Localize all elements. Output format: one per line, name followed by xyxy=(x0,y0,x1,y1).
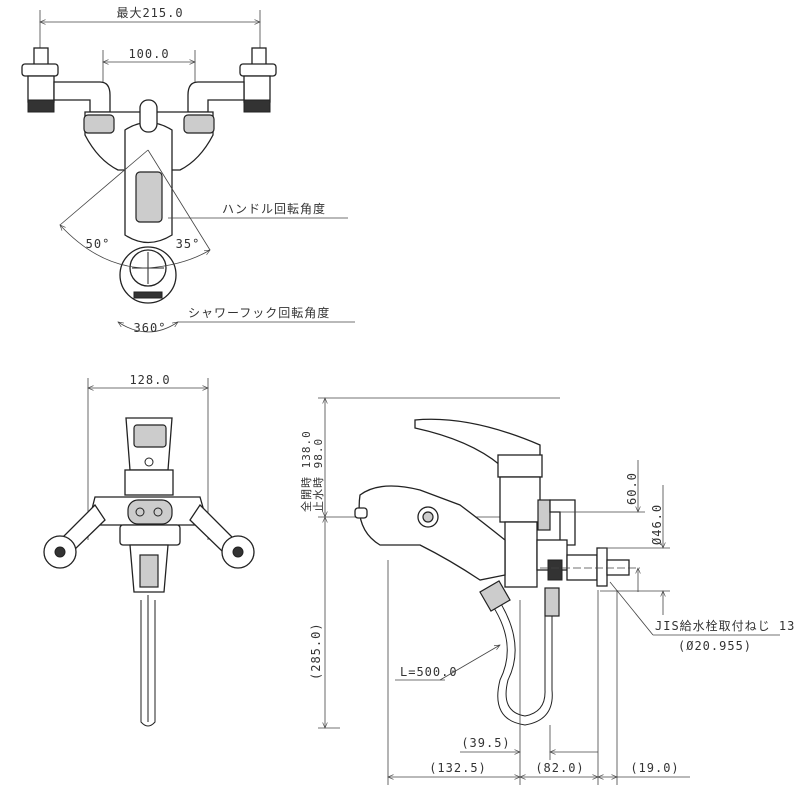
right-inlet xyxy=(187,47,277,113)
dim-132-5-label: (132.5) xyxy=(429,761,487,775)
dim-46-label: Ø46.0 xyxy=(650,504,664,545)
hook-rotation-label: シャワーフック回転角度 xyxy=(188,305,330,320)
hose-side xyxy=(484,590,553,726)
height-total-label: (285.0) xyxy=(309,622,323,680)
dim-39-5-label: (39.5) xyxy=(461,736,510,750)
front-width-label: 128.0 xyxy=(129,373,170,387)
dim-19-label: (19.0) xyxy=(630,761,679,775)
max-width-label: 最大215.0 xyxy=(116,6,183,20)
height-closed-label: 止水時 98.0 xyxy=(312,438,325,512)
thread-diameter-label: (Ø20.955) xyxy=(678,639,752,653)
handle-rotation-label: ハンドル回転角度 xyxy=(222,201,326,216)
side-view: 全開時 138.0 止水時 98.0 (285.0) L=500.0 60.0 xyxy=(299,398,795,785)
handle-angle-left: 50° xyxy=(86,237,111,251)
front-view: 128.0 xyxy=(43,373,255,727)
hose-front xyxy=(140,595,156,727)
hose-length-label: L=500.0 xyxy=(400,665,458,679)
dim-60-label: 60.0 xyxy=(625,472,639,505)
left-inlet xyxy=(21,47,111,113)
pitch-label: 100.0 xyxy=(128,47,169,61)
handle-angle-right: 35° xyxy=(176,237,201,251)
thread-label: JIS給水栓取付ねじ 13 xyxy=(655,618,795,633)
height-open-label: 全開時 138.0 xyxy=(299,430,313,512)
dim-82-label: (82.0) xyxy=(535,761,584,775)
hook-rotation-angle: 360° xyxy=(134,321,167,335)
shower-head-side xyxy=(358,485,506,581)
top-view: 最大215.0 100.0 xyxy=(21,6,355,335)
